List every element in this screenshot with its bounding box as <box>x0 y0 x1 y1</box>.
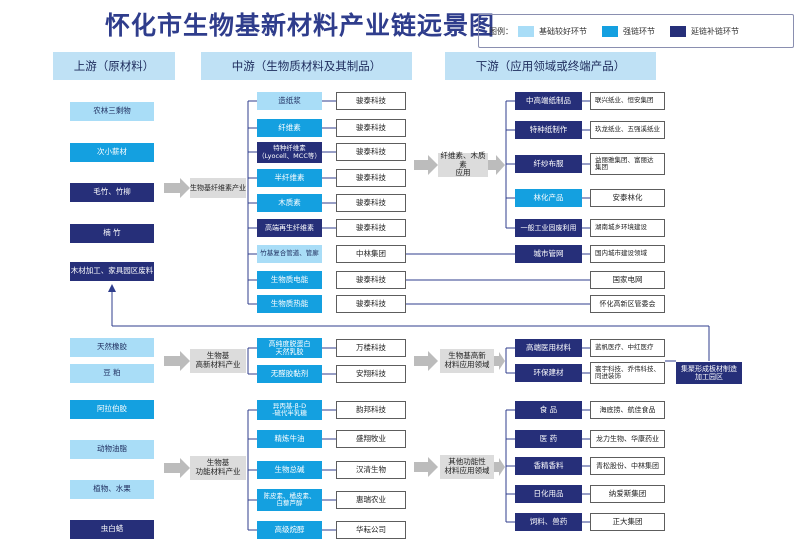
mid-bio-heat: 生物质热能 <box>257 295 322 313</box>
down-company-special-paper: 玖龙纸业、五强溪纸业 <box>590 121 665 139</box>
flow-arrows <box>164 155 505 478</box>
down-feed-vet: 饲料、兽药 <box>515 513 582 531</box>
down-company-medical: 蓝帆医疗、中红医疗 <box>590 339 665 357</box>
mid-company-hemicellulose: 骏泰科技 <box>336 169 406 187</box>
upstream-small-firewood: 次小薪材 <box>70 143 154 162</box>
down-company-hitech-zone: 怀化高新区管委会 <box>590 295 665 313</box>
upstream-animal-fat: 动物油脂 <box>70 440 154 459</box>
down-paper-products: 中高端纸制品 <box>515 92 582 110</box>
legend-text-basic: 基础较好环节 <box>539 26 587 36</box>
down-forest-chemicals: 林化产品 <box>515 189 582 207</box>
mid-company-cellulose: 骏泰科技 <box>336 119 406 137</box>
upstream-natural-rubber: 天然橡胶 <box>70 338 154 357</box>
mid-company-pulp: 骏泰科技 <box>336 92 406 110</box>
down-company-feed: 正大集团 <box>590 513 665 531</box>
mid-regenerated-cellulose: 高端再生纤维素 <box>257 219 322 237</box>
down-city-pipes: 城市管网 <box>515 245 582 263</box>
down-industrial-waste: 一般工业固废利用 <box>515 219 582 237</box>
down-eco-building: 环保建材 <box>515 364 582 382</box>
legend-swatch-basic <box>518 25 534 37</box>
legend-label: 图例： <box>489 26 513 36</box>
upstream-insect-wax: 虫白蜡 <box>70 520 154 539</box>
mid-policosanol: 高级烷醇 <box>257 521 322 539</box>
upstream-moso-bamboo: 毛竹、竹柳 <box>70 183 154 202</box>
upstream-nan-bamboo: 楠 竹 <box>70 224 154 243</box>
down-textile: 纤纱布服 <box>515 155 582 173</box>
mid-iptg: 异丙基-β-D -硫代半乳糖 <box>257 400 322 420</box>
mid-company-regenerated: 骏泰科技 <box>336 219 406 237</box>
upstream-agri-forest-residue: 农林三剩物 <box>70 102 154 121</box>
down-food: 食 品 <box>515 401 582 419</box>
mid-company-lignin: 骏泰科技 <box>336 194 406 212</box>
hub-biobase-fiber: 生物基纤维素产业 <box>190 178 246 198</box>
down-company-city-pipes: 国内城市建设领域 <box>590 245 665 263</box>
down-company-fragrance: 青松股份、中林集团 <box>590 457 665 475</box>
mid-hemicellulose: 半纤维素 <box>257 169 322 187</box>
mid-company-iptg: 韵邦科技 <box>336 401 406 419</box>
legend-text-strong: 强链环节 <box>623 26 655 36</box>
legend-swatch-strong <box>602 25 618 37</box>
loop-arrowhead <box>108 284 116 292</box>
mid-bio-power: 生物质电能 <box>257 271 322 289</box>
header-downstream: 下游（应用领域或终端产品） <box>445 52 656 80</box>
down-special-paper: 特种纸制作 <box>515 121 582 139</box>
mid-company-latex: 万楼科技 <box>336 339 406 357</box>
hub-functional-app: 其他功能性 材料应用领域 <box>440 455 494 479</box>
mid-latex: 高纯度脱蛋白 天然乳胶 <box>257 338 322 358</box>
connectors <box>111 100 710 531</box>
legend: 图例： 基础较好环节 强链环节 延链补链环节 <box>478 14 794 48</box>
mid-citrus-compounds: 陈皮素、橘皮素、 白藜芦醇 <box>257 489 322 511</box>
down-company-industrial-waste: 湖南城乡环境建设 <box>590 219 665 237</box>
legend-text-extend: 延链补链环节 <box>691 26 739 36</box>
mid-company-bio-power: 骏泰科技 <box>336 271 406 289</box>
down-fragrance: 香精香料 <box>515 457 582 475</box>
hub-cluster: 集聚形成板材制造 加工园区 <box>676 362 742 384</box>
down-medicine: 医 药 <box>515 430 582 448</box>
down-company-state-grid: 国家电网 <box>590 271 665 289</box>
hub-fiber-app: 纤维素、木质素 应用 <box>438 151 488 177</box>
down-company-paper: 联兴纸业、恒安集团 <box>590 92 665 110</box>
header-midstream: 中游（生物质材料及其制品） <box>201 52 412 80</box>
hub-functional: 生物基 功能材料产业 <box>190 456 246 480</box>
upstream-wood-waste: 木材加工、家具园区废料 <box>70 262 154 281</box>
upstream-gum-arabic: 阿拉伯胶 <box>70 400 154 419</box>
mid-lignin: 木质素 <box>257 194 322 212</box>
mid-special-cellulose: 特种纤维素 （Lyocell、MCC等） <box>257 142 322 163</box>
mid-cellulose: 纤维素 <box>257 119 322 137</box>
hub-polymer: 生物基 高新材料产业 <box>190 349 246 373</box>
down-company-daily-chem: 纳爱斯集团 <box>590 485 665 503</box>
legend-swatch-extend <box>670 25 686 37</box>
down-company-forest-chem: 安泰林化 <box>590 189 665 207</box>
down-company-medicine: 龙力生物、华康药业 <box>590 430 665 448</box>
mid-company-policosanol: 华耘公司 <box>336 521 406 539</box>
upstream-plants-fruits: 植物、水果 <box>70 480 154 499</box>
down-daily-chemicals: 日化用品 <box>515 485 582 503</box>
mid-refined-tallow: 精炼牛油 <box>257 430 322 448</box>
mid-company-tallow: 盛翔牧业 <box>336 430 406 448</box>
header-upstream: 上游（原材料） <box>53 52 175 80</box>
down-company-eco-building: 寰宇科技、乔伟科技、 同进装饰 <box>590 362 665 384</box>
mid-adhesive: 无醛胶黏剂 <box>257 365 322 383</box>
mid-company-bamboo-pipe: 中林集团 <box>336 245 406 263</box>
mid-company-citrus: 惠瑞农业 <box>336 491 406 509</box>
down-medical-materials: 高端医用材料 <box>515 339 582 357</box>
mid-company-special-cellulose: 骏泰科技 <box>336 143 406 161</box>
upstream-soybean-meal: 豆 粕 <box>70 364 154 383</box>
mid-company-bio-heat: 骏泰科技 <box>336 295 406 313</box>
mid-pulp: 造纸浆 <box>257 92 322 110</box>
mid-company-alkali: 汉清生物 <box>336 461 406 479</box>
page-title: 怀化市生物基新材料产业链远景图 <box>105 11 496 40</box>
down-company-food: 海底捞、航佳食品 <box>590 401 665 419</box>
hub-polymer-app: 生物基高新 材料应用领域 <box>440 349 494 373</box>
down-company-textile: 益丽雅集团、富丽达 集团 <box>590 153 665 175</box>
mid-bamboo-pipe: 竹基复合管道、管廊 <box>257 245 322 263</box>
mid-bio-alkali: 生物总碱 <box>257 461 322 479</box>
mid-company-adhesive: 安翔科技 <box>336 365 406 383</box>
